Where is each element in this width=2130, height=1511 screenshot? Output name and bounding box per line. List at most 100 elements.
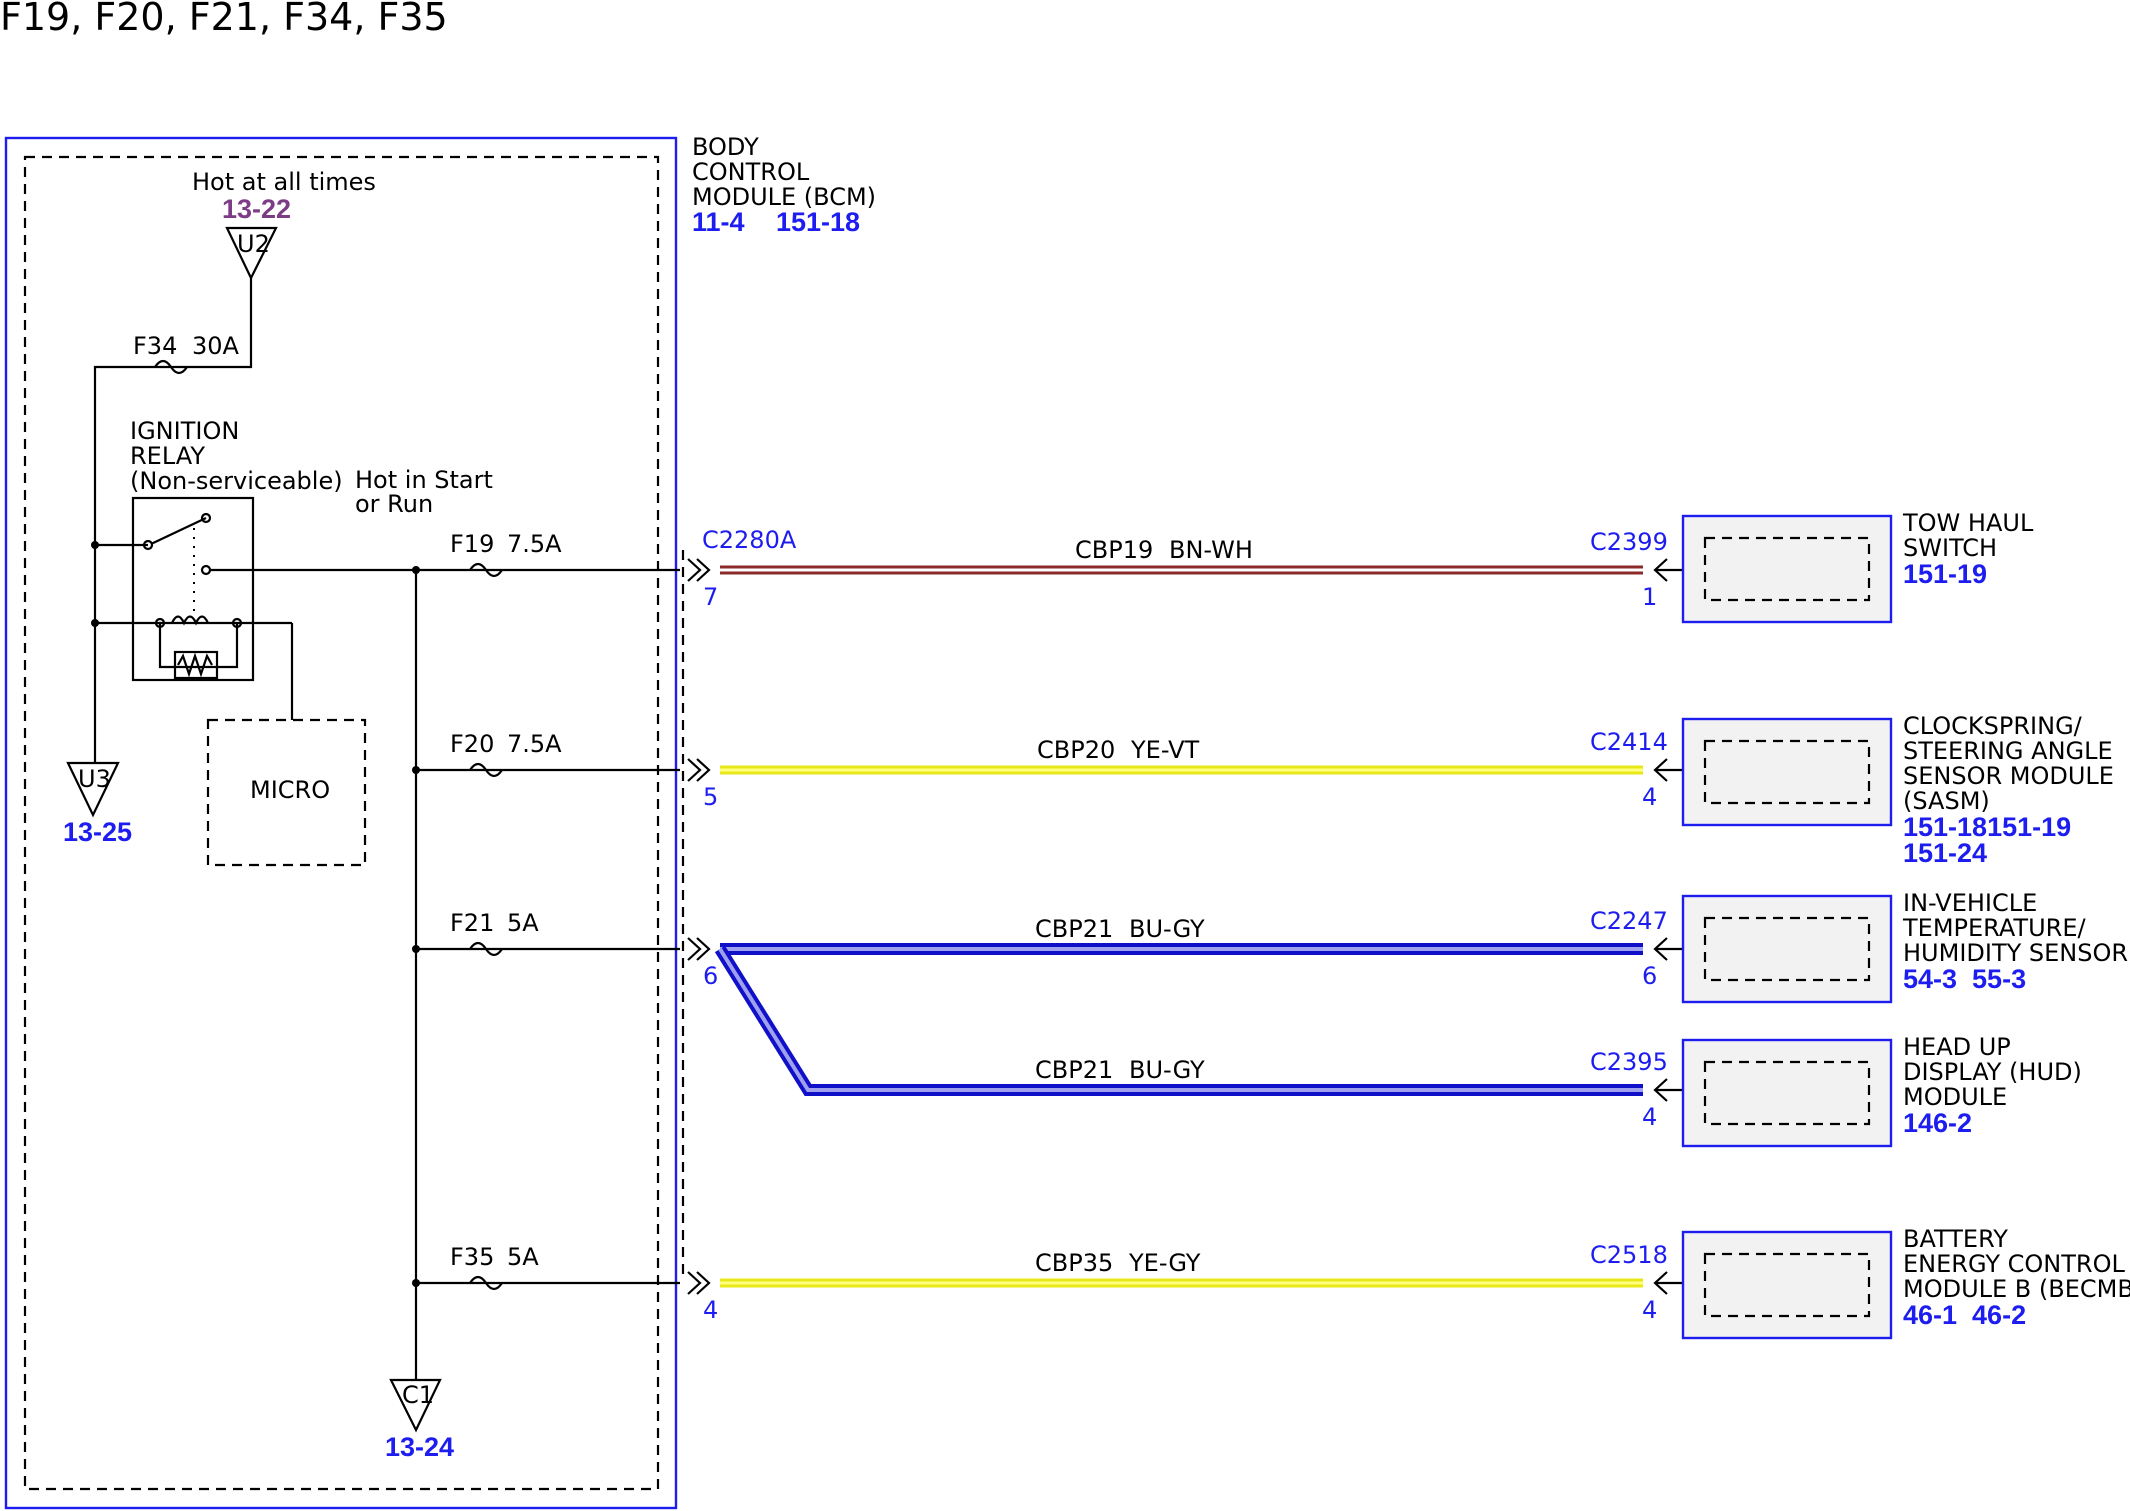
c1-ref-link[interactable]: 13-24	[385, 1432, 454, 1462]
bcm-connector-arrow	[687, 758, 702, 782]
diagram-title: F19, F20, F21, F34, F35	[0, 0, 448, 39]
u3-label: U3	[78, 765, 111, 793]
far-connector-label: C2395	[1590, 1048, 1668, 1076]
fuse-rating: 7.5A	[507, 730, 562, 758]
module-ref-link[interactable]: 151-19	[1903, 559, 1987, 589]
relay-switch-top-contact	[200, 512, 212, 524]
splice-dot	[412, 945, 420, 953]
module-name-line: BATTERY	[1903, 1225, 2008, 1253]
splice-dot	[91, 541, 99, 549]
bcm-connector-arrow	[696, 1271, 711, 1295]
bcm-connector-arrow	[687, 558, 702, 582]
module-inner-dashed	[1703, 1252, 1871, 1318]
bcm-pin-number: 7	[703, 583, 718, 611]
module-name-line: TEMPERATURE/	[1902, 914, 2086, 942]
wire-stripe	[718, 947, 1643, 1092]
module-ref-link[interactable]: 151-18151-19	[1903, 812, 2071, 842]
module-name-line: MODULE	[1903, 1083, 2007, 1111]
fuse-rating: 5A	[507, 1243, 539, 1271]
far-connector-label: C2247	[1590, 907, 1668, 935]
far-connector-label: C2518	[1590, 1241, 1668, 1269]
relay-node	[231, 617, 243, 629]
far-connector-label: C2399	[1590, 528, 1668, 556]
module-name-line: IN-VEHICLE	[1903, 889, 2037, 917]
fuse-f34-rating: 30A	[192, 332, 240, 360]
module-box[interactable]	[1681, 1038, 1893, 1148]
bcm-pin-number: 5	[703, 783, 718, 811]
module-name-line: SWITCH	[1903, 534, 1997, 562]
fuse-name: F35	[450, 1243, 494, 1271]
u3-ref-link[interactable]: 13-25	[63, 817, 132, 847]
relay-resistor-zigzag	[177, 652, 213, 678]
module-name-line: CLOCKSPRING/	[1903, 712, 2083, 740]
start-run-label-line-1: Hot in Start	[355, 466, 493, 494]
module-name-line: TOW HAUL	[1902, 509, 2034, 537]
module-box[interactable]	[1681, 1230, 1893, 1340]
relay-coil-symbol	[171, 615, 209, 626]
module-name-line: HUMIDITY SENSOR	[1903, 939, 2128, 967]
f34-feed-wire	[93, 278, 253, 740]
fuse-symbol	[469, 762, 503, 778]
relay-label-line-3: (Non-serviceable)	[130, 467, 343, 495]
hot-feed-ref-link[interactable]: 13-22	[222, 194, 291, 224]
module-box[interactable]	[1681, 894, 1893, 1004]
bcm-connector-arrow	[687, 937, 702, 961]
module-name-line: ENERGY CONTROL	[1903, 1250, 2125, 1278]
relay-label-line-2: RELAY	[130, 442, 205, 470]
fuse-name: F19	[450, 530, 494, 558]
u3-triangle	[66, 761, 120, 818]
splice-dot	[412, 1279, 420, 1287]
module-box[interactable]	[1681, 514, 1893, 624]
bcm-pin-number: 4	[703, 1296, 718, 1324]
module-name-line: MODULE B (BECMB)	[1903, 1275, 2130, 1303]
module-ref-link[interactable]: 54-3 55-3	[1903, 964, 2026, 994]
bcm-connector-arrow	[696, 937, 711, 961]
bcm-inner-dashed	[23, 155, 660, 1491]
bcm-ref-link[interactable]: 11-4	[692, 207, 745, 237]
u2-triangle	[225, 226, 278, 281]
relay-label-line-1: IGNITION	[130, 417, 239, 445]
micro-label: MICRO	[250, 776, 330, 804]
bcm-label-line-1: BODY	[692, 133, 759, 161]
fuse-name: F21	[450, 909, 494, 937]
relay-switch-blade	[150, 517, 207, 545]
splice-dot	[412, 766, 420, 774]
fuse-symbol	[469, 1275, 503, 1291]
wire-color-code: BU-GY	[1129, 915, 1205, 943]
module-name-line: (SASM)	[1903, 787, 1990, 815]
module-box[interactable]	[1681, 717, 1893, 827]
circuit-id: CBP21	[1035, 1056, 1113, 1084]
circuit-id: CBP20	[1037, 736, 1115, 764]
module-ref-link[interactable]: 151-24	[1903, 838, 1987, 868]
fuse-symbol	[469, 941, 503, 957]
far-pin-number: 4	[1642, 1103, 1657, 1131]
module-ref-link[interactable]: 46-1 46-2	[1903, 1300, 2026, 1330]
splice-dot	[412, 566, 420, 574]
module-inner-dashed	[1703, 536, 1871, 602]
module-name-line: STEERING ANGLE	[1903, 737, 2113, 765]
far-connector-label: C2414	[1590, 728, 1668, 756]
wire-color-code: YE-GY	[1128, 1249, 1201, 1277]
circuit-id: CBP35	[1035, 1249, 1113, 1277]
u2-label: U2	[237, 230, 270, 258]
splice-dot	[91, 619, 99, 627]
fuse-f34-symbol	[154, 359, 188, 375]
far-pin-number: 1	[1642, 583, 1657, 611]
bcm-ref-link[interactable]: 151-18	[776, 207, 860, 237]
fuse-f34-name: F34	[133, 332, 177, 360]
bcm-label-line-2: CONTROL	[692, 158, 810, 186]
module-inner-dashed	[1703, 1060, 1871, 1126]
wire-color-code: BN-WH	[1169, 536, 1253, 564]
wire-color-code: BU-GY	[1129, 1056, 1205, 1084]
module-ref-link[interactable]: 146-2	[1903, 1108, 1972, 1138]
ignition-relay-box	[131, 496, 255, 682]
relay-node	[154, 617, 166, 629]
fuse-symbol	[469, 562, 503, 578]
bcm-label-line-3: MODULE (BCM)	[692, 183, 876, 211]
far-pin-number: 6	[1642, 962, 1657, 990]
far-pin-number: 4	[1642, 1296, 1657, 1324]
far-pin-number: 4	[1642, 783, 1657, 811]
c1-label: C1	[402, 1381, 434, 1409]
